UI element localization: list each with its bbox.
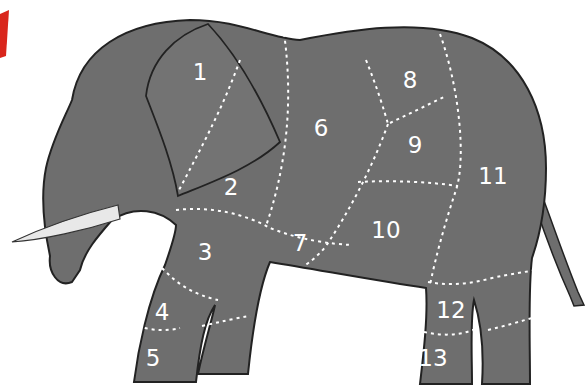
- callout-number: 7: [293, 232, 308, 255]
- callout-number: 2: [224, 176, 239, 199]
- elephant-body: [43, 20, 546, 384]
- callout-number: 11: [478, 165, 507, 188]
- callout-number: 4: [155, 301, 170, 324]
- callout-number: 1: [193, 61, 208, 84]
- callout-number: 5: [146, 347, 161, 370]
- corner-mark: [0, 10, 9, 58]
- callout-number: 12: [436, 299, 465, 322]
- callout-number: 13: [418, 347, 447, 370]
- callout-number: 3: [198, 241, 213, 264]
- callout-number: 10: [371, 219, 400, 242]
- ear: [146, 24, 280, 196]
- callout-number: 9: [408, 134, 423, 157]
- callout-number: 8: [403, 69, 418, 92]
- tusk: [12, 205, 120, 242]
- cut-lines: [138, 20, 536, 335]
- callout-number: 6: [314, 117, 329, 140]
